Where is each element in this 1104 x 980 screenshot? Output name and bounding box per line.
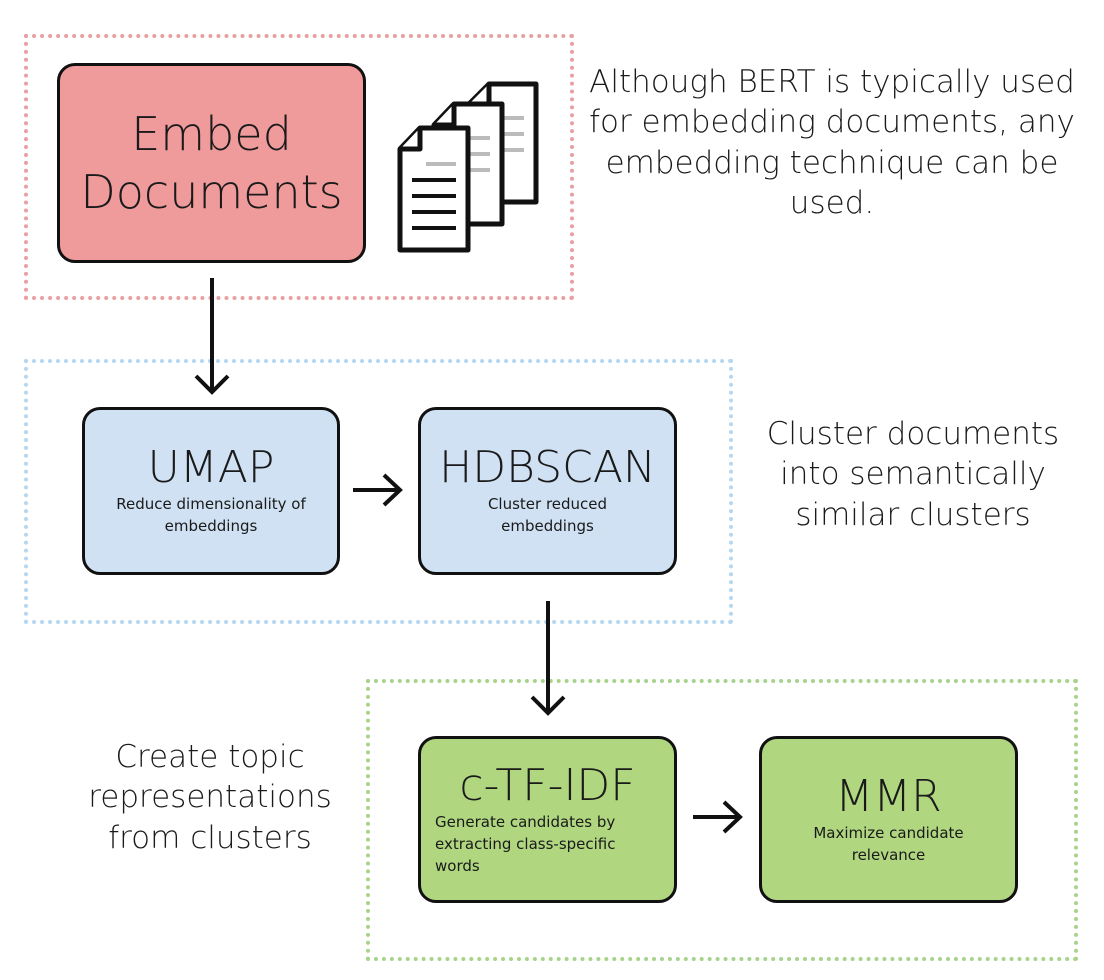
embed-note: Although BERT is typically used for embe…	[589, 64, 1075, 221]
document-front-icon	[397, 125, 471, 253]
arrow-down-icon	[530, 601, 566, 716]
cluster-note: Cluster documents into semantically simi…	[766, 416, 1060, 533]
umap-subtitle: Reduce dimensionality of embeddings	[116, 495, 306, 536]
topic-note: Create topic representations from cluste…	[88, 739, 332, 856]
embed-group-frame	[24, 34, 574, 300]
mmr-box: MMR Maximize candidate relevance	[759, 736, 1018, 903]
umap-box: UMAP Reduce dimensionality of embeddings	[82, 407, 340, 575]
cluster-group-frame	[24, 359, 733, 624]
embed-title-line1: Embed	[131, 106, 292, 161]
arrow-right-icon	[353, 473, 403, 507]
hdbscan-subtitle: Cluster reduced embeddings	[487, 495, 608, 536]
hdbscan-box: HDBSCAN Cluster reduced embeddings	[418, 407, 677, 575]
arrow-right-icon	[693, 800, 743, 834]
documents-icon	[397, 81, 539, 253]
embed-documents-title: Embed Documents	[80, 105, 342, 222]
topic-group-frame	[366, 679, 1078, 961]
hdbscan-title: HDBSCAN	[439, 442, 656, 494]
ctfidf-box: c-TF-IDF Generate candidates by extracti…	[418, 736, 677, 903]
embed-title-line2: Documents	[80, 165, 343, 219]
umap-title: UMAP	[147, 442, 275, 494]
mmr-subtitle: Maximize candidate relevance	[813, 823, 964, 864]
arrow-down-icon	[194, 278, 230, 395]
embed-documents-box: Embed Documents	[57, 63, 366, 263]
ctfidf-title: c-TF-IDF	[459, 759, 636, 811]
ctfidf-subtitle: Generate candidates by extracting class-…	[435, 813, 616, 875]
mmr-title: MMR	[835, 770, 942, 822]
